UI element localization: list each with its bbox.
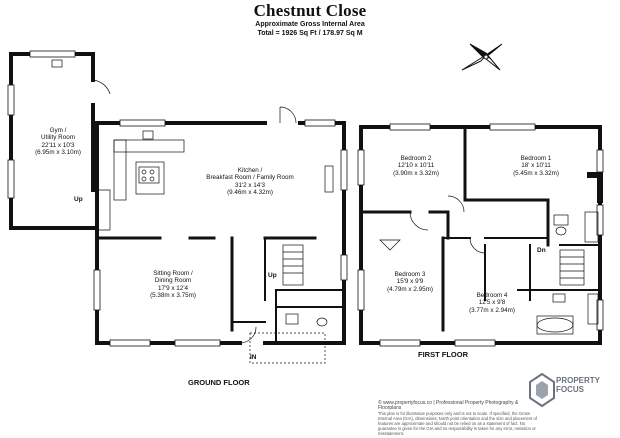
plan-title: Chestnut Close <box>253 1 367 20</box>
ground-floor-fixtures <box>51 59 334 364</box>
footer-credit: © www.propertyfocus.co | Professional Pr… <box>378 400 519 411</box>
first-floor-windows <box>357 123 604 347</box>
down-marker-stairs: Dn <box>537 247 546 254</box>
ground-floor-walls <box>9 52 346 345</box>
first-floor-label: FIRST FLOOR <box>418 350 468 359</box>
up-marker-stairs: Up <box>268 272 277 279</box>
footer: © www.propertyfocus.co | Professional Pr… <box>378 400 538 437</box>
ground-floor-label: GROUND FLOOR <box>188 378 250 387</box>
plan-subtitle: Approximate Gross Internal Area <box>255 21 365 28</box>
brand-name: PROPERTY FOCUS <box>556 376 601 394</box>
entrance-marker: IN <box>250 354 257 361</box>
total-area: Total = 1926 Sq Ft / 178.97 Sq M <box>257 30 363 37</box>
compass-icon <box>461 43 503 71</box>
property-focus-logo <box>529 372 555 408</box>
up-marker-gym: Up <box>74 196 83 203</box>
ground-floor-windows <box>7 50 348 347</box>
first-floor-fixtures <box>379 195 599 335</box>
footer-disclaimer: This plan is for illustrative purposes o… <box>378 411 537 436</box>
